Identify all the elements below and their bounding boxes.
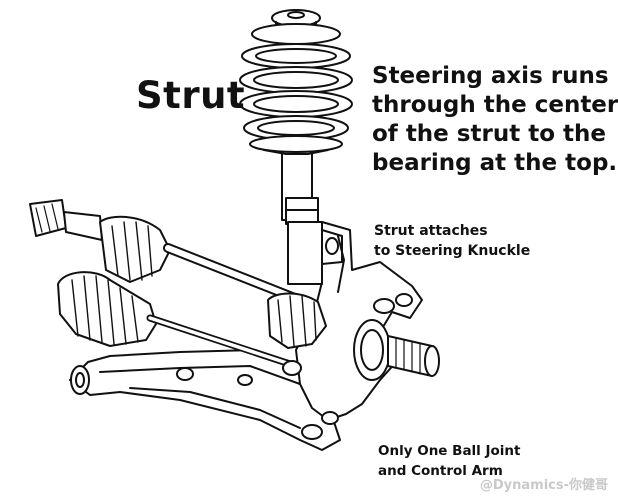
annotation-line: and Control Arm <box>378 463 503 479</box>
diagram-title: Strut <box>136 74 246 117</box>
tie-rod-icon <box>57 271 302 376</box>
annotation-line: Steering axis runs <box>372 63 609 89</box>
annotation-line: to Steering Knuckle <box>374 243 531 259</box>
annotation-line: Only One Ball Joint <box>378 443 521 459</box>
strut-attach-annotation: Strut attaches to Steering Knuckle <box>374 221 530 261</box>
annotation-line: bearing at the top. <box>372 150 618 176</box>
coil-spring-icon <box>239 9 353 155</box>
annotation-line: of the strut to the <box>372 121 606 147</box>
axle-shaft-icon <box>29 199 440 377</box>
annotation-line: through the center <box>372 92 618 118</box>
control-arm-icon <box>69 349 341 451</box>
annotation-line: Strut attaches <box>374 223 488 239</box>
strut-tube-icon <box>281 119 343 285</box>
steering-axis-annotation: Steering axis runs through the center of… <box>372 62 618 178</box>
ball-joint-annotation: Only One Ball Joint and Control Arm <box>378 441 521 481</box>
watermark: @Dynamics-你健哥 <box>479 478 608 493</box>
